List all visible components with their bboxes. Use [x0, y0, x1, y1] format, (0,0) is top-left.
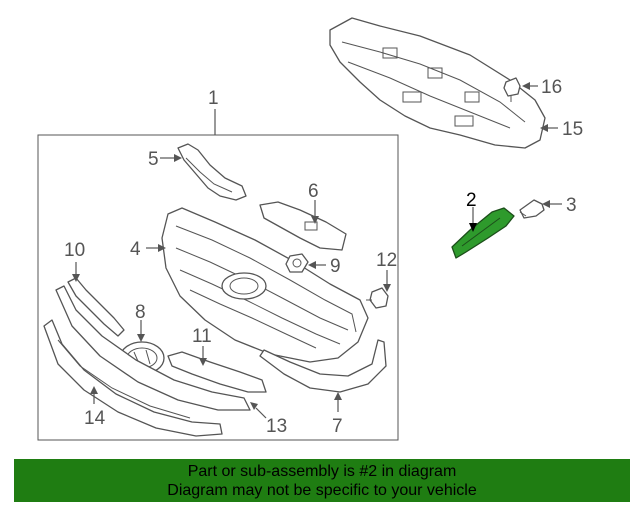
part-6-bracket [259, 201, 347, 251]
part-7-lower-molding [259, 339, 387, 393]
part-12-screw [366, 287, 389, 309]
callout-6: 6 [308, 181, 319, 202]
part-14-lower-molding [43, 319, 223, 437]
callout-9: 9 [330, 256, 341, 277]
arrow-10 [72, 274, 80, 282]
arrow-11 [199, 358, 207, 366]
arrow-4 [158, 244, 166, 252]
arrow-2 [469, 223, 477, 232]
part-9-nut [285, 253, 309, 273]
part-5-bracket [177, 143, 247, 201]
callout-4: 4 [130, 239, 141, 260]
part-4-grille [161, 207, 369, 363]
callout-13: 13 [266, 416, 287, 437]
arrow-15 [540, 124, 548, 132]
arrow-7 [334, 392, 342, 400]
callout-2: 2 [466, 190, 477, 211]
callout-16: 16 [541, 77, 562, 98]
part-2-bracket-highlighted [451, 207, 515, 259]
callout-7: 7 [332, 416, 343, 437]
callout-8: 8 [135, 302, 146, 323]
leader-13 [255, 407, 267, 419]
banner-line-disclaimer: Diagram may not be specific to your vehi… [167, 481, 477, 499]
callout-11: 11 [192, 326, 212, 347]
callout-14: 14 [84, 408, 106, 429]
arrow-3 [542, 200, 550, 208]
arrow-9 [308, 261, 316, 269]
info-banner: Part or sub-assembly is #2 in diagram Di… [14, 459, 630, 502]
exploded-parts-diagram: 1 2 3 4 5 6 7 8 9 10 11 12 13 14 15 16 [37, 17, 583, 441]
part-15-upper-cover [329, 17, 546, 149]
arrow-14 [90, 386, 98, 394]
part-10-molding [67, 277, 125, 337]
arrow-12 [383, 284, 391, 292]
arrow-5 [174, 154, 182, 162]
banner-line-part: Part or sub-assembly is #2 in diagram [187, 462, 457, 480]
callout-5: 5 [148, 149, 159, 170]
arrow-8 [137, 334, 145, 342]
callout-10: 10 [64, 240, 85, 261]
callout-3: 3 [566, 195, 577, 216]
callout-1: 1 [208, 88, 219, 109]
part-3-bolt [519, 199, 545, 219]
arrow-16 [522, 82, 530, 90]
part-16-clip [503, 77, 521, 102]
arrow-6 [311, 216, 319, 224]
assembly-box [37, 134, 399, 441]
part-13-molding [55, 285, 251, 411]
arrow-13 [250, 402, 258, 410]
callout-15: 15 [562, 119, 583, 140]
callout-12: 12 [376, 250, 397, 271]
